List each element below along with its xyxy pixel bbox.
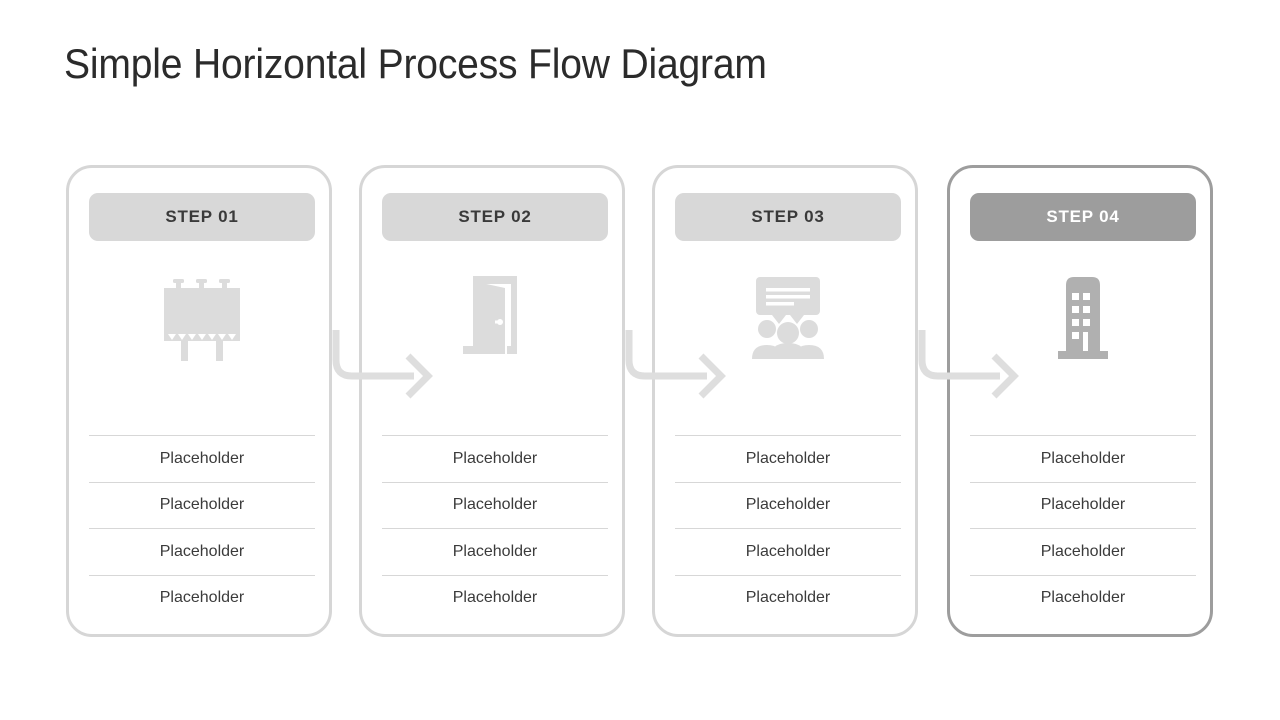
list-item[interactable]: Placeholder [970,435,1196,482]
list-item[interactable]: Placeholder [970,528,1196,575]
list-item[interactable]: Placeholder [675,435,901,482]
list-item[interactable]: Placeholder [970,481,1196,529]
list-item[interactable]: Placeholder [382,435,608,482]
list-item[interactable]: Placeholder [89,528,315,575]
list-item[interactable]: Placeholder [970,574,1196,622]
open-door-icon [362,268,628,368]
step-item-list-1: Placeholder Placeholder Placeholder Plac… [89,435,315,621]
step-badge-label-4: STEP 04 [1046,207,1120,226]
page-title: Simple Horizontal Process Flow Diagram [64,40,767,87]
list-item[interactable]: Placeholder [89,574,315,622]
step-badge-1[interactable]: STEP 01 [89,193,315,241]
presentation-audience-icon [655,268,921,368]
step-item-list-3: Placeholder Placeholder Placeholder Plac… [675,435,901,621]
curved-arrow-right-icon-1 [322,330,442,422]
list-item[interactable]: Placeholder [675,574,901,622]
list-item[interactable]: Placeholder [382,574,608,622]
list-item[interactable]: Placeholder [89,435,315,482]
step-badge-4[interactable]: STEP 04 [970,193,1196,241]
list-item[interactable]: Placeholder [382,528,608,575]
list-item[interactable]: Placeholder [675,528,901,575]
step-badge-label-2: STEP 02 [458,207,532,226]
list-item[interactable]: Placeholder [89,481,315,529]
list-item[interactable]: Placeholder [675,481,901,529]
step-item-list-2: Placeholder Placeholder Placeholder Plac… [382,435,608,621]
step-card-3[interactable]: STEP 03 Pl [652,165,918,637]
step-badge-2[interactable]: STEP 02 [382,193,608,241]
office-building-icon [950,268,1216,368]
step-card-2[interactable]: STEP 02 Placeholder Placeholder Placehol… [359,165,625,637]
step-badge-3[interactable]: STEP 03 [675,193,901,241]
billboard-icon [69,268,335,368]
step-badge-label-1: STEP 01 [165,207,239,226]
step-card-4[interactable]: STEP 04 [947,165,1213,637]
step-item-list-4: Placeholder Placeholder Placeholder Plac… [970,435,1196,621]
curved-arrow-right-icon-3 [908,330,1028,422]
list-item[interactable]: Placeholder [382,481,608,529]
step-card-1[interactable]: STEP 01 Placeholder [66,165,332,637]
step-badge-label-3: STEP 03 [751,207,825,226]
curved-arrow-right-icon-2 [615,330,735,422]
